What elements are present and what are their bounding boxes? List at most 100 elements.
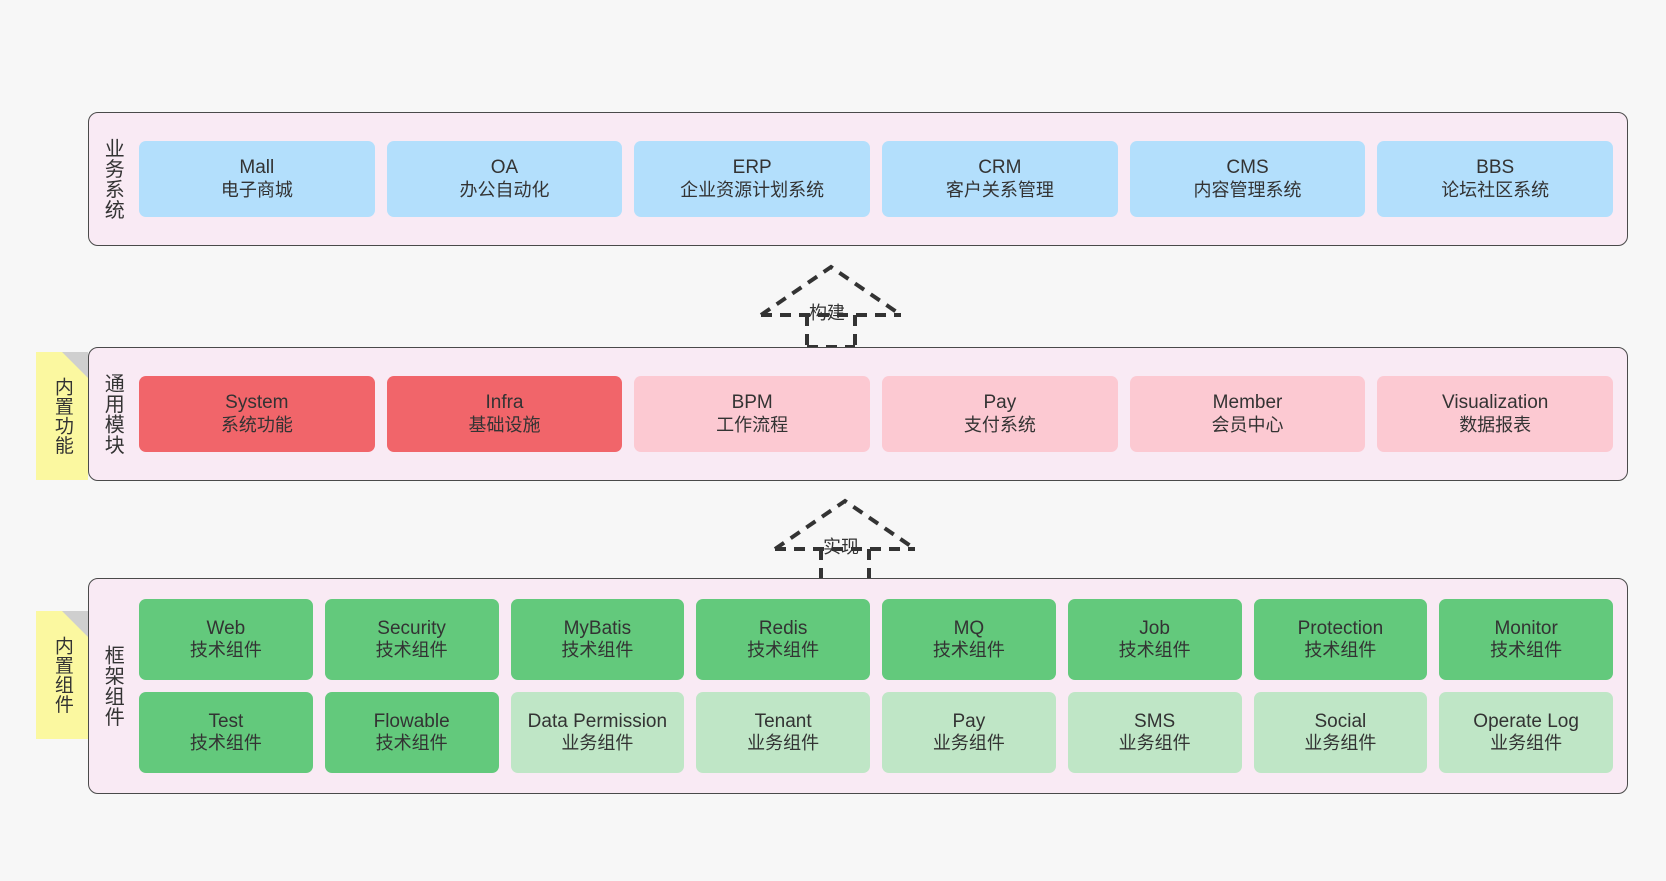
layer-body-framework-components: Web 技术组件 Security 技术组件 MyBatis 技术组件 Redi… [135,579,1627,793]
node-tenant[interactable]: Tenant 业务组件 [696,692,870,773]
node-oa[interactable]: OA 办公自动化 [386,141,623,217]
node-subtitle: 业务组件 [1118,733,1191,754]
node-subtitle: 技术组件 [375,733,448,754]
node-title: SMS [1134,710,1176,732]
node-data-permission[interactable]: Data Permission 业务组件 [510,692,685,773]
node-subtitle: 技术组件 [1304,640,1377,661]
node-title: Job [1139,617,1170,639]
node-social[interactable]: Social 业务组件 [1253,692,1428,773]
node-title: ERP [732,157,772,179]
node-protection[interactable]: Protection 技术组件 [1253,599,1428,680]
node-title: Data Permission [527,710,668,732]
layer-framework-components: 框架组件 Web 技术组件 Security 技术组件 MyBatis 技术组件… [88,578,1628,794]
node-title: Flowable [373,710,450,732]
node-subtitle: 技术组件 [189,733,262,754]
node-subtitle: 客户关系管理 [945,179,1054,200]
node-system[interactable]: System 系统功能 [139,376,375,452]
node-subtitle: 办公自动化 [459,179,550,200]
node-pay-component[interactable]: Pay 业务组件 [882,692,1056,773]
layer-title-common-modules: 通用模块 [101,373,124,455]
node-pay[interactable]: Pay 支付系统 [882,376,1118,452]
node-web[interactable]: Web 技术组件 [139,599,313,680]
node-title: MyBatis [563,617,632,639]
node-row: Mall 电子商城 OA 办公自动化 ERP 企业资源计划系统 CRM 客户关系… [139,141,1614,217]
node-title: MQ [953,617,985,639]
node-subtitle: 支付系统 [963,414,1036,435]
node-sms[interactable]: SMS 业务组件 [1067,692,1242,773]
node-mybatis[interactable]: MyBatis 技术组件 [510,599,685,680]
node-security[interactable]: Security 技术组件 [324,599,499,680]
layer-title-business-systems: 业务系统 [101,138,124,220]
node-mall[interactable]: Mall 电子商城 [139,141,375,217]
node-title: BPM [731,392,773,414]
node-row: System 系统功能 Infra 基础设施 BPM 工作流程 Pay 支付系统… [139,376,1614,452]
layer-common-modules: 通用模块 System 系统功能 Infra 基础设施 BPM 工作流程 Pay… [88,347,1628,481]
node-title: Test [208,710,244,732]
node-title: Social [1314,710,1367,732]
node-row-technical: Web 技术组件 Security 技术组件 MyBatis 技术组件 Redi… [139,599,1613,680]
arrow-build: 构建 [757,263,905,349]
layer-title-framework-components: 框架组件 [101,645,124,727]
node-title: System [225,392,289,414]
node-subtitle: 内容管理系统 [1193,179,1302,200]
node-subtitle: 电子商城 [220,179,293,200]
note-fold-icon [62,352,88,378]
node-subtitle: 工作流程 [716,414,789,435]
node-bpm[interactable]: BPM 工作流程 [634,376,871,452]
node-erp[interactable]: ERP 企业资源计划系统 [634,141,871,217]
node-flowable[interactable]: Flowable 技术组件 [324,692,499,773]
node-mq[interactable]: MQ 技术组件 [882,599,1056,680]
node-subtitle: 数据报表 [1459,414,1532,435]
node-subtitle: 技术组件 [189,640,262,661]
node-subtitle: 技术组件 [747,640,820,661]
node-title: Visualization [1442,392,1549,414]
node-bbs[interactable]: BBS 论坛社区系统 [1377,141,1614,217]
node-subtitle: 技术组件 [1118,640,1191,661]
note-fold-icon [62,611,88,637]
node-title: Monitor [1494,617,1558,639]
node-subtitle: 业务组件 [1490,733,1563,754]
node-subtitle: 业务组件 [747,733,820,754]
note-label: 内置功能 [51,377,73,455]
node-subtitle: 系统功能 [220,414,293,435]
node-operate-log[interactable]: Operate Log 业务组件 [1439,692,1613,773]
node-subtitle: 企业资源计划系统 [680,179,825,200]
node-title: Operate Log [1473,710,1579,732]
node-title: OA [490,157,519,179]
arrow-implement-label: 实现 [823,537,859,557]
node-title: Tenant [754,710,812,732]
layer-body-business-systems: Mall 电子商城 OA 办公自动化 ERP 企业资源计划系统 CRM 客户关系… [135,113,1627,245]
node-test[interactable]: Test 技术组件 [139,692,313,773]
node-title: Infra [485,392,524,414]
node-job[interactable]: Job 技术组件 [1067,599,1242,680]
node-monitor[interactable]: Monitor 技术组件 [1439,599,1613,680]
node-subtitle: 业务组件 [932,733,1005,754]
node-subtitle: 业务组件 [561,733,634,754]
note-builtin-components: 内置组件 [36,611,88,739]
node-subtitle: 业务组件 [1304,733,1377,754]
node-member[interactable]: Member 会员中心 [1129,376,1366,452]
node-title: Redis [758,617,808,639]
node-title: Pay [952,710,986,732]
arrow-build-label: 构建 [809,303,845,323]
node-subtitle: 技术组件 [932,640,1005,661]
node-subtitle: 基础设施 [468,414,541,435]
layer-business-systems: 业务系统 Mall 电子商城 OA 办公自动化 ERP 企业资源计划系统 CRM… [88,112,1628,246]
node-row-business: Test 技术组件 Flowable 技术组件 Data Permission … [139,692,1613,773]
node-subtitle: 技术组件 [1490,640,1563,661]
node-subtitle: 技术组件 [561,640,634,661]
node-redis[interactable]: Redis 技术组件 [696,599,870,680]
node-title: Security [377,617,446,639]
node-title: Web [206,617,246,639]
note-label: 内置组件 [51,636,73,714]
layer-body-common-modules: System 系统功能 Infra 基础设施 BPM 工作流程 Pay 支付系统… [135,348,1627,480]
node-visualization[interactable]: Visualization 数据报表 [1377,376,1614,452]
arrow-implement: 实现 [771,497,919,583]
node-crm[interactable]: CRM 客户关系管理 [882,141,1118,217]
node-subtitle: 论坛社区系统 [1441,179,1550,200]
node-title: Member [1212,392,1283,414]
node-cms[interactable]: CMS 内容管理系统 [1129,141,1366,217]
node-infra[interactable]: Infra 基础设施 [386,376,623,452]
note-builtin-features: 内置功能 [36,352,88,480]
